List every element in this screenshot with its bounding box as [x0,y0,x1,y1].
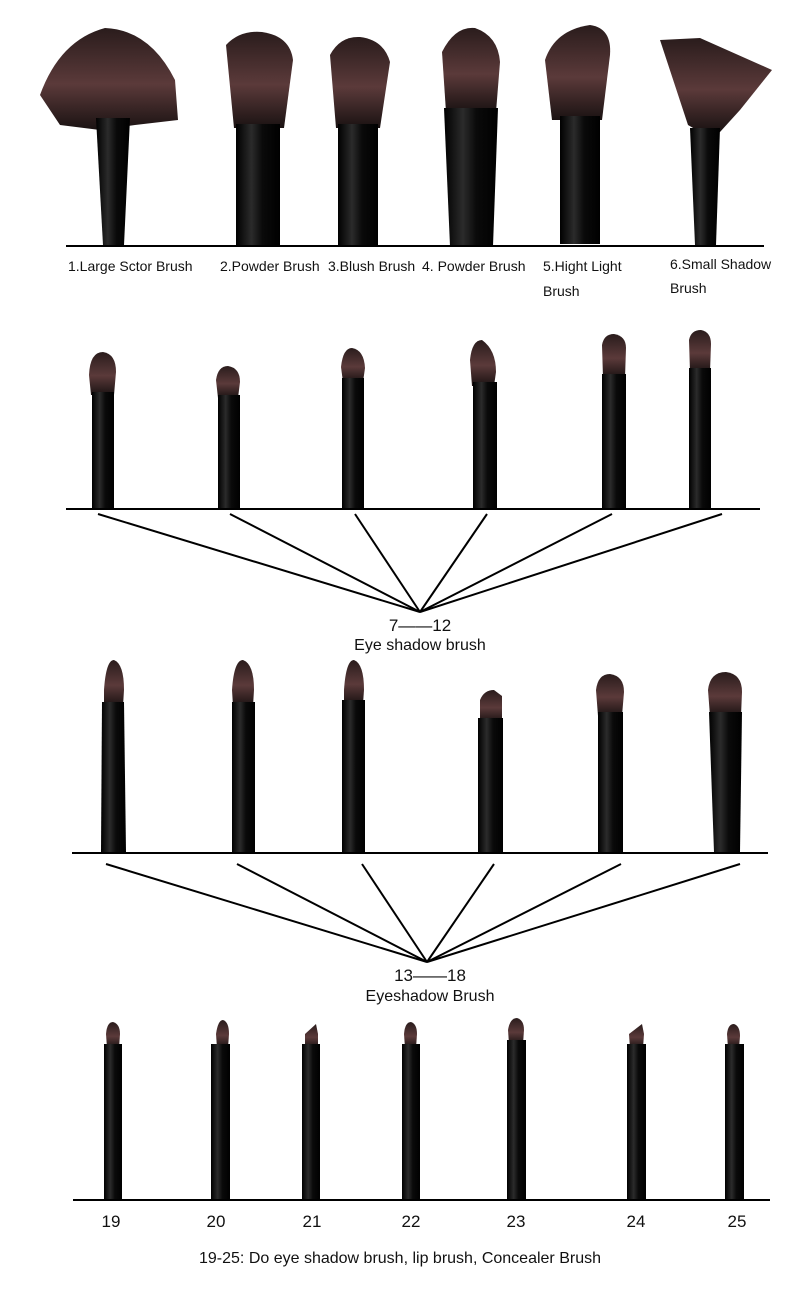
brush-20 [211,1020,230,1199]
group2-range: 7——12 [388,616,452,635]
number-19: 19 [101,1212,121,1231]
label-brush-1: 1.Large Sctor Brush [68,258,193,274]
brush-24 [627,1024,646,1199]
row2-leader-lines [97,513,723,613]
number-25: 25 [727,1212,747,1231]
brush-6-small-shadow [660,38,772,245]
brush-9 [341,348,365,508]
brush-10 [470,340,497,508]
group3-name: Eyeshadow Brush [365,988,495,1005]
brush-18 [708,672,742,852]
brush-17 [596,674,624,852]
label-brush-6-line1: 6.Small Shadow [670,256,772,272]
label-brush-2: 2.Powder Brush [220,258,320,274]
number-20: 20 [206,1212,226,1231]
brush-7 [89,352,116,508]
number-23: 23 [506,1212,526,1231]
brush-3-blush [330,36,390,246]
label-brush-4: 4. Powder Brush [422,258,526,274]
bottom-caption: 19-25: Do eye shadow brush, lip brush, C… [199,1250,601,1267]
brush-21 [302,1024,320,1199]
label-brush-5-line1: 5.Hight Light [543,258,622,274]
number-21: 21 [302,1212,322,1231]
brush-12 [689,330,711,508]
row3-leader-lines [105,863,741,963]
row4-brushes [73,1018,770,1201]
brush-15 [342,660,365,852]
brush-4-powder [442,27,500,246]
row1-brushes [40,25,772,247]
brush-2-powder [226,31,293,246]
label-brush-5-line2: Brush [543,283,580,299]
brush-13 [101,660,126,852]
brush-14 [232,660,255,852]
row3-brushes [72,660,768,963]
brush-23 [507,1018,526,1199]
brush-5-highlight [545,25,611,244]
brush-8 [216,366,240,508]
brush-22 [402,1022,420,1199]
brush-16 [478,690,503,852]
number-24: 24 [626,1212,646,1231]
group3-range: 13——18 [394,966,466,985]
brush-1-large-sector [40,28,178,245]
brush-11 [602,334,626,508]
label-brush-6-line2: Brush [670,280,707,296]
label-brush-3: 3.Blush Brush [328,258,416,274]
row2-brushes [66,330,760,613]
group2-name: Eye shadow brush [354,637,486,654]
brush-25 [725,1024,744,1199]
brush-19 [104,1022,122,1199]
number-22: 22 [401,1212,421,1231]
